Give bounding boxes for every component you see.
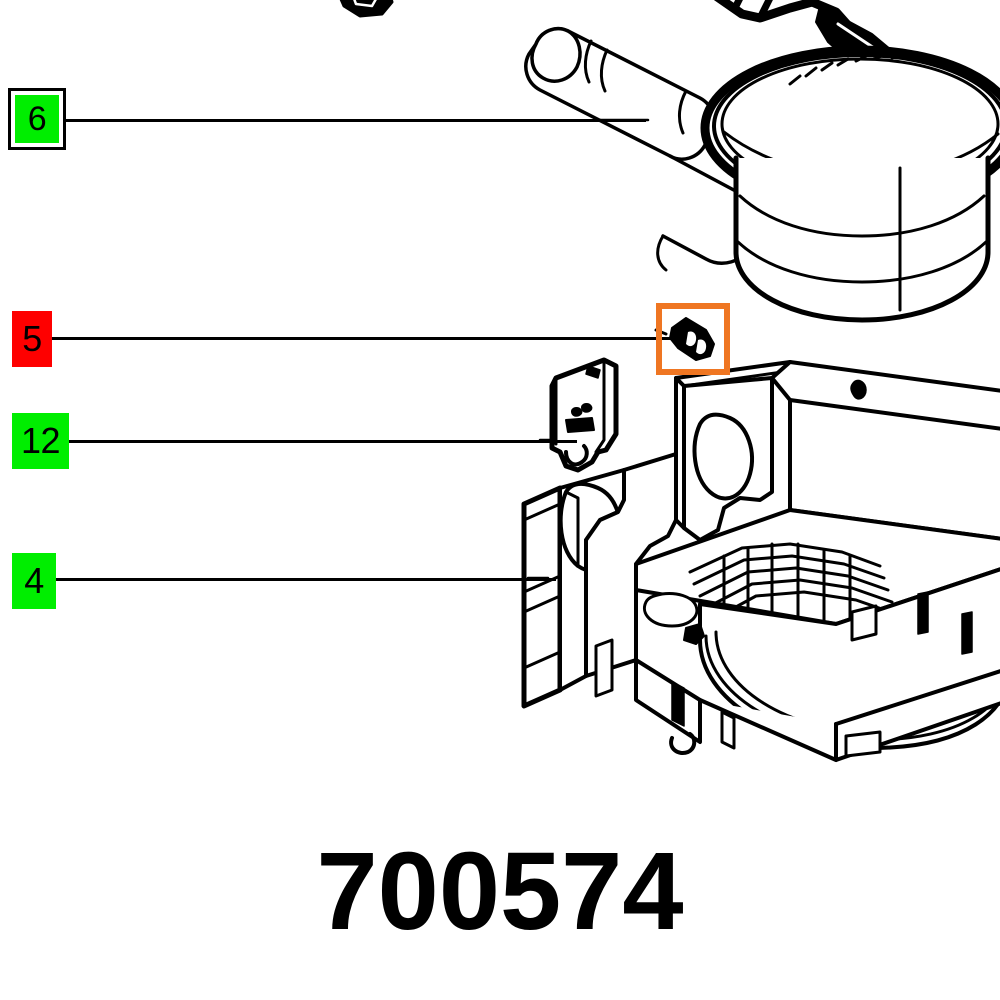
container-body — [733, 155, 991, 323]
callout-label-6[interactable]: 6 — [8, 88, 66, 150]
callout-chip-12: 12 — [12, 413, 69, 469]
top-clip-fragment — [339, 0, 394, 18]
leader-line-12 — [69, 440, 577, 443]
leader-line-6 — [66, 119, 646, 122]
main-housing — [521, 360, 1000, 762]
callout-chip-6: 6 — [15, 95, 59, 143]
callout-label-5[interactable]: 5 — [12, 311, 52, 367]
lid-assembly — [700, 45, 1000, 211]
part-number: 700574 — [316, 830, 684, 953]
callout-number-12: 12 — [20, 420, 61, 461]
bracket-plate — [538, 357, 619, 473]
callout-label-12[interactable]: 12 — [12, 413, 69, 469]
hose-connector — [524, 26, 805, 272]
callout-chip-5: 5 — [12, 311, 52, 367]
callout-number-6: 6 — [27, 100, 47, 138]
latch-arm — [713, 0, 899, 180]
leader-line-4 — [56, 578, 556, 581]
highlight-box-item-5 — [656, 303, 730, 375]
callout-number-4: 4 — [24, 560, 44, 601]
callout-chip-4: 4 — [12, 553, 56, 609]
callout-number-5: 5 — [22, 318, 42, 359]
callout-label-4[interactable]: 4 — [12, 553, 56, 609]
leader-line-5 — [52, 337, 682, 340]
